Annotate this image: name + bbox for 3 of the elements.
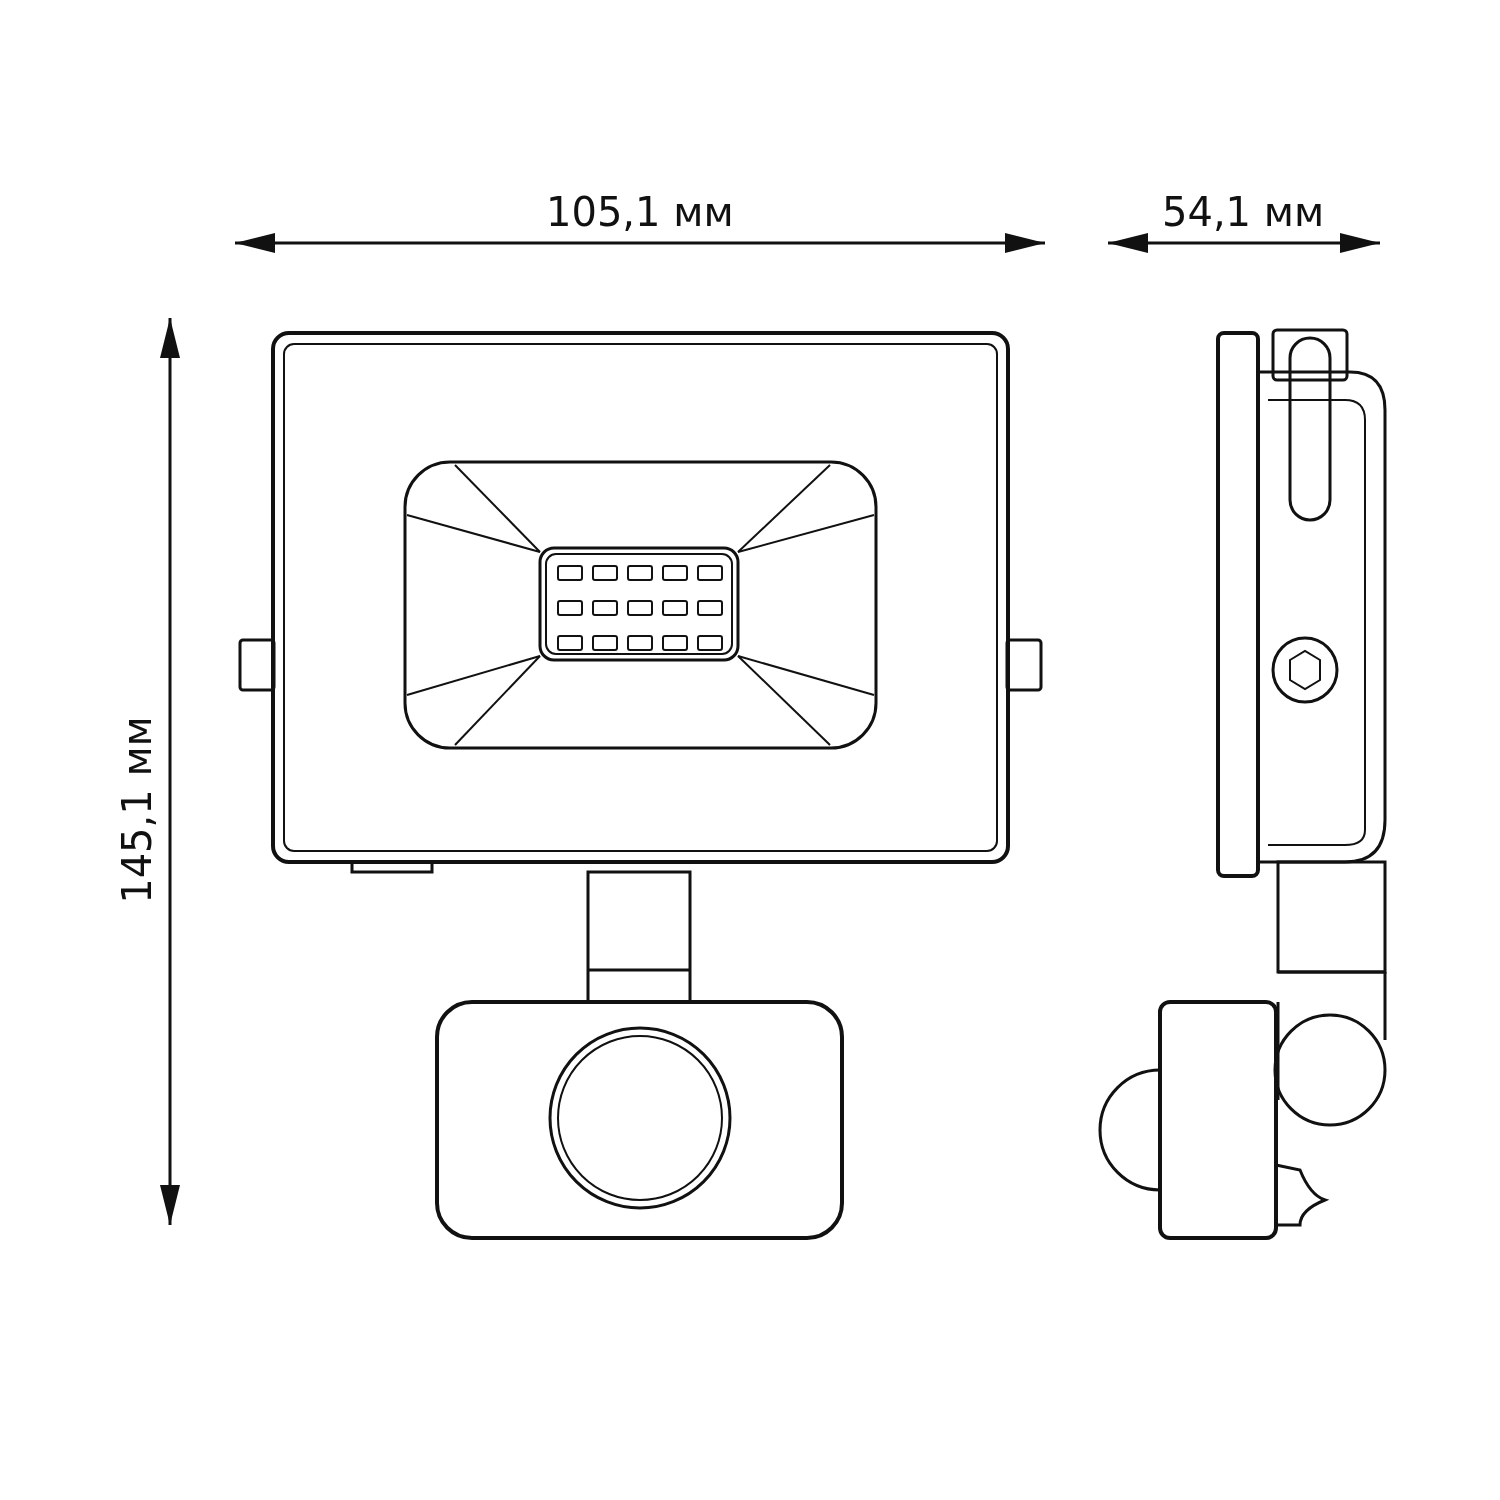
dimension-label: 105,1 мм	[546, 192, 734, 232]
dimension-label: 145,1 мм	[116, 716, 157, 904]
dimension-label: 54,1 мм	[1162, 192, 1325, 232]
